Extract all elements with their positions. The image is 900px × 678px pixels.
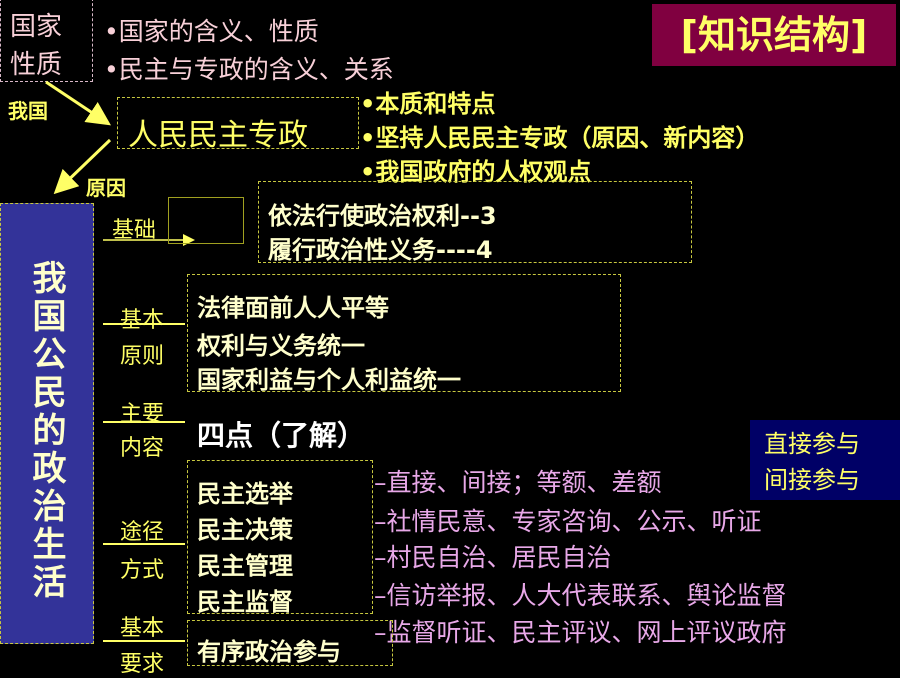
branch-label-methods: 途径 <box>120 520 165 545</box>
dictatorship-point: •本质和特点 <box>360 90 496 118</box>
basis-empty-box <box>168 197 244 244</box>
branch-line <box>103 421 185 423</box>
label-reason: 原因 <box>86 176 126 200</box>
method-detail: –村民自治、居民自治 <box>374 543 612 572</box>
methods-box <box>187 460 373 614</box>
requirement-box <box>187 620 393 666</box>
branch-label-content: 内容 <box>120 436 165 461</box>
method-item: 民主监督 <box>197 588 293 616</box>
state-box-line1: 国家 <box>10 12 63 42</box>
principle-item: 国家利益与个人利益统一 <box>197 366 461 394</box>
dictatorship-label: 人民民主专政 <box>128 118 308 153</box>
branch-label-basis: 基础 <box>112 218 157 243</box>
branch-label-principles: 原则 <box>120 344 165 369</box>
dictatorship-point: •坚持人民民主专政（原因、新内容） <box>360 124 760 152</box>
label-our-country: 我国 <box>8 99 48 123</box>
state-box-line2: 性质 <box>10 50 63 80</box>
method-detail: –信访举报、人大代表联系、舆论监督 <box>374 581 787 610</box>
branch-line <box>103 323 185 325</box>
basis-box <box>258 181 692 263</box>
method-detail: –直接、间接；等额、差额 <box>374 468 662 497</box>
content-text: 四点（了解） <box>197 419 366 452</box>
method-detail: –社情民意、专家咨询、公示、听证 <box>374 507 762 536</box>
participation-line: 直接参与 <box>764 430 860 458</box>
method-item: 民主选举 <box>197 480 293 508</box>
citizen-political-life-box: 我国公民的政治生活 <box>0 203 94 644</box>
arrow-to-dictatorship <box>45 80 111 126</box>
branch-label-content: 主要 <box>120 402 165 427</box>
method-item: 民主管理 <box>197 552 293 580</box>
branch-label-requirement: 要求 <box>120 652 165 677</box>
branch-label-methods: 方式 <box>120 558 165 583</box>
participation-line: 间接参与 <box>764 466 860 494</box>
method-detail: –监督听证、民主评议、网上评议政府 <box>374 618 787 647</box>
slide-title: [知识结构] <box>652 4 896 66</box>
branch-label-requirement: 基本 <box>120 616 165 641</box>
branch-line <box>103 640 185 642</box>
principle-item: 权利与义务统一 <box>197 332 365 360</box>
branch-line <box>103 543 185 545</box>
branch-label-principles: 基本 <box>120 308 165 333</box>
basis-item: 依法行使政治权利--3 <box>268 202 497 230</box>
arrow-to-citizen <box>53 138 112 195</box>
state-point: •国家的含义、性质 <box>104 17 319 46</box>
method-item: 民主决策 <box>197 516 293 544</box>
principle-item: 法律面前人人平等 <box>197 294 389 322</box>
principles-box <box>187 274 621 392</box>
state-point: •民主与专政的含义、关系 <box>104 55 394 84</box>
dictatorship-box <box>117 97 359 149</box>
requirement-text: 有序政治参与 <box>197 638 341 666</box>
basis-item: 履行政治性义务----4 <box>268 236 493 264</box>
participation-box: 直接参与 间接参与 <box>750 420 900 500</box>
